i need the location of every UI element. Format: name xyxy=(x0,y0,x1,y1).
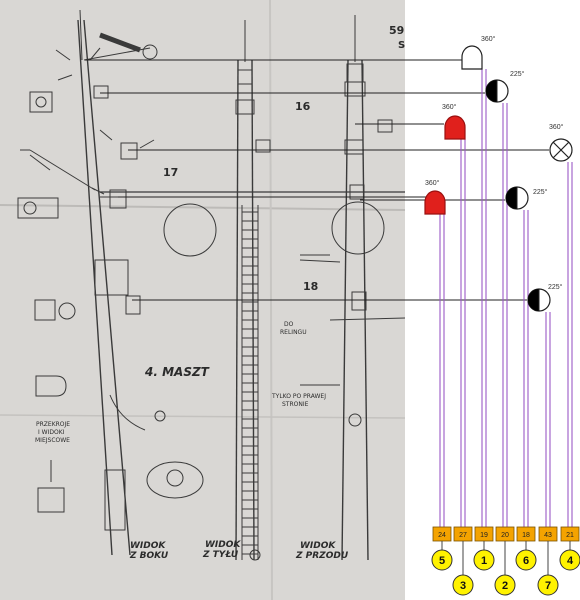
numbered-marker: 1 xyxy=(473,541,495,571)
marker-circle xyxy=(431,549,453,571)
note-do-relingu-2: RELINGU xyxy=(280,329,307,336)
drawing-title: 4. MASZT xyxy=(144,365,210,379)
note-przekroje-2: I WIDOKI xyxy=(38,429,65,436)
channel-number: 20 xyxy=(501,532,509,539)
front-view-mast xyxy=(299,15,406,561)
channel-number: 21 xyxy=(566,532,574,539)
channel-box: 20 xyxy=(495,526,515,542)
lamp-half-fill xyxy=(528,289,539,311)
marker-circle xyxy=(473,549,495,571)
channel-box: 43 xyxy=(538,526,558,542)
sheet-letter: S xyxy=(398,40,405,51)
red-upper-light: 360° xyxy=(442,103,466,140)
half-white-upper-light: 225° xyxy=(485,70,525,103)
light-angle-label: 225° xyxy=(510,70,525,78)
detail-sketches xyxy=(17,91,76,513)
half-white-low-light: 225° xyxy=(527,283,563,312)
lights-group: 360° 225° 360° 360° 360° 225° 225° xyxy=(424,35,573,312)
note-tylko-1: TYLKO PO PRAWEJ xyxy=(271,393,326,400)
marker-circle xyxy=(494,574,516,596)
callout-18: 18 xyxy=(303,280,318,293)
masthead-white-light: 360° xyxy=(461,35,496,70)
red-lower-light: 360° xyxy=(424,179,446,215)
lamp-dome-shape xyxy=(444,115,466,140)
channel-box: 27 xyxy=(453,526,473,542)
numbered-marker: 6 xyxy=(515,541,537,571)
pointer-lines xyxy=(85,59,549,301)
view-back-line2: Z TYŁU xyxy=(202,550,239,560)
view-side-line1: WIDOK xyxy=(130,541,166,551)
marker-circle xyxy=(452,574,474,596)
marker-circle xyxy=(515,549,537,571)
light-angle-label: 360° xyxy=(425,179,440,187)
drawing-labels: 59 S 16 17 18 4. MASZT DO RELINGU TYLKO … xyxy=(35,24,405,561)
cross-white-light: 360° xyxy=(549,123,573,162)
channel-boxes: 24 27 19 20 18 43 21 xyxy=(432,526,580,542)
marker-number: 1 xyxy=(481,555,487,567)
callout-17: 17 xyxy=(163,166,178,179)
light-angle-label: 225° xyxy=(548,283,563,291)
marker-circle xyxy=(537,574,559,596)
channel-number: 18 xyxy=(522,532,530,539)
marker-number: 7 xyxy=(545,580,551,592)
lamp-cross-b xyxy=(552,141,570,159)
lamp-dome-shape xyxy=(424,190,446,215)
lamp-half-fill xyxy=(506,187,517,209)
marker-number: 6 xyxy=(523,555,529,567)
mast-drawing xyxy=(0,0,549,600)
callout-16: 16 xyxy=(295,100,311,113)
view-front-line2: Z PRZODU xyxy=(295,551,349,561)
marker-number: 4 xyxy=(567,555,574,567)
numbered-marker: 3 xyxy=(452,541,474,596)
numbered-marker: 7 xyxy=(537,541,559,596)
side-view-mast xyxy=(20,9,204,556)
numbered-marker: 4 xyxy=(559,541,580,571)
light-angle-label: 360° xyxy=(442,103,457,111)
lamp-half-fill xyxy=(486,80,497,102)
note-tylko-2: STRONIE xyxy=(282,401,309,408)
view-side-line2: Z BOKU xyxy=(129,551,169,561)
sheet-number: 59 xyxy=(389,24,404,37)
channel-box: 21 xyxy=(560,526,580,542)
channel-number: 19 xyxy=(480,532,488,539)
view-back-line1: WIDOK xyxy=(205,540,241,550)
half-white-mid-light: 225° xyxy=(505,186,548,210)
light-angle-label: 225° xyxy=(533,188,548,196)
channel-number: 27 xyxy=(459,532,467,539)
light-angle-label: 360° xyxy=(481,35,496,43)
channel-box: 24 xyxy=(432,526,452,542)
marker-number: 5 xyxy=(439,555,445,567)
numbered-circles: 5 3 1 2 6 7 4 xyxy=(431,541,580,596)
wire-group xyxy=(439,69,573,527)
channel-number: 24 xyxy=(438,532,446,539)
note-do-relingu-1: DO xyxy=(284,321,294,328)
marker-number: 2 xyxy=(502,580,508,592)
note-przekroje-3: MIEJSCOWE xyxy=(35,437,70,444)
note-przekroje-1: PRZEKROJE xyxy=(36,421,70,428)
view-front-line1: WIDOK xyxy=(300,541,336,551)
light-angle-label: 360° xyxy=(549,123,564,131)
marker-circle xyxy=(559,549,580,571)
channel-box: 18 xyxy=(516,526,536,542)
channel-number: 43 xyxy=(544,532,552,539)
numbered-marker: 5 xyxy=(431,541,453,571)
lamp-dome-shape xyxy=(461,45,483,70)
channel-box: 19 xyxy=(474,526,494,542)
back-view-mast xyxy=(100,20,405,561)
numbered-marker: 2 xyxy=(494,541,516,596)
marker-number: 3 xyxy=(460,580,466,592)
